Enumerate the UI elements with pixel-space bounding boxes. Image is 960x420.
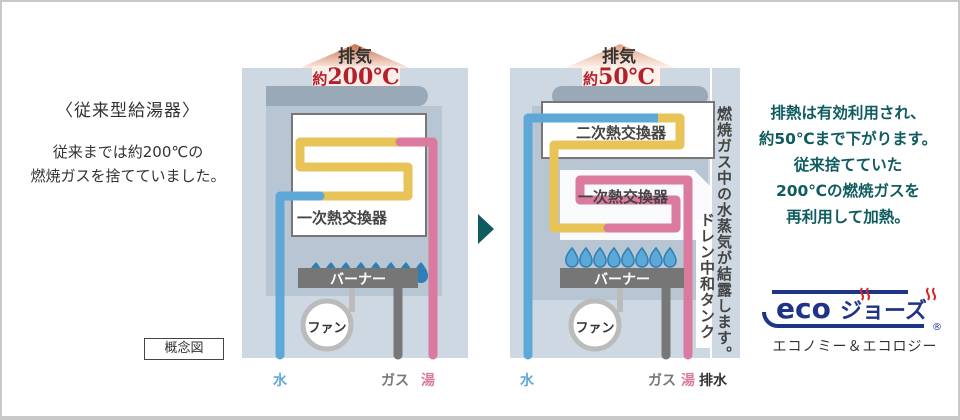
- conventional-description: 従来までは約200℃の 燃焼ガスを捨てていました。: [18, 140, 238, 188]
- conventional-heater-diagram: [242, 44, 468, 360]
- svg-text:eco: eco: [776, 292, 831, 325]
- desc-line: 約50℃まで下がります。: [758, 130, 938, 148]
- eco-description: 排熱は有効利用され、 約50℃まで下がります。 従来捨てていた 200℃の燃焼ガ…: [748, 100, 948, 230]
- exhaust-info: 排気: [312, 42, 398, 67]
- desc-line: 200℃の燃焼ガスを: [775, 182, 921, 200]
- water-inlet-label: 水: [273, 373, 287, 389]
- exhaust-arrow: [300, 44, 410, 68]
- exhaust-temp-value: 50℃: [598, 64, 655, 90]
- water-inlet-label: 水: [520, 373, 534, 389]
- concept-diagram-label: 概念図: [144, 338, 224, 360]
- primary-exchanger-label: 一次熱交換器: [297, 209, 388, 227]
- burner-label: バーナー: [594, 272, 650, 288]
- conventional-title: 〈従来型給湯器〉: [56, 101, 200, 121]
- drain-tank-label: ドレン中和タンク: [698, 212, 716, 340]
- hot-water-outlet-label: 湯: [681, 373, 695, 389]
- transition-arrow-icon: [478, 214, 494, 244]
- eco-heater-diagram: [510, 44, 740, 360]
- secondary-exchanger-label: 二次熱交換器: [576, 124, 667, 142]
- desc-line: 従来までは約200℃の: [52, 143, 204, 161]
- gas-inlet-label: ガス: [381, 373, 409, 389]
- gas-inlet-label: ガス: [648, 373, 676, 389]
- exhaust-arrow: [565, 44, 675, 68]
- fan-label: ファン: [307, 321, 347, 336]
- exhaust-temp-value: 200℃: [327, 64, 400, 90]
- burner-label: バーナー: [330, 272, 386, 288]
- drain-outlet-label: 排水: [699, 373, 727, 389]
- condensation-note: 燃焼ガス中の水蒸気が結露します。: [715, 106, 733, 362]
- ecojozu-logo-icon: eco ジョーズ ®: [762, 287, 942, 333]
- eco-exhaust-temp: 約50℃: [576, 64, 662, 90]
- fan-label: ファン: [575, 321, 615, 336]
- primary-exchanger-label: 一次熱交換器: [578, 188, 669, 206]
- exhaust-label: 排気: [338, 47, 372, 67]
- svg-text:ジョーズ: ジョーズ: [840, 298, 927, 324]
- desc-line: 燃焼ガスを捨てていました。: [30, 167, 226, 185]
- exhaust-label: 排気: [602, 47, 636, 67]
- exhaust-prefix: 約: [312, 70, 328, 88]
- registered-mark: ®: [932, 322, 942, 333]
- desc-line: 再利用して加熱。: [786, 208, 910, 226]
- eco-exhaust-info: 排気: [576, 42, 662, 67]
- exhaust-prefix: 約: [583, 70, 599, 88]
- exhaust-temp: 約200℃: [308, 64, 404, 90]
- desc-line: 排熱は有効利用され、: [770, 104, 926, 122]
- logo-subtitle: エコノミー＆エコロジー: [772, 339, 938, 355]
- hot-water-outlet-label: 湯: [421, 373, 435, 389]
- desc-line: 従来捨てていた: [793, 156, 903, 174]
